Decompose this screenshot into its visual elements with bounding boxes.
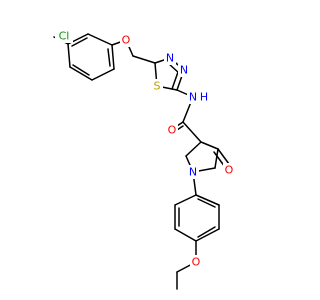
molecule-structure: Cl O S N N N H O N (53, 29, 235, 290)
bond (107, 48, 111, 67)
bond (195, 228, 220, 242)
bond (71, 37, 88, 47)
bond-layer (53, 33, 230, 290)
bond (91, 68, 115, 81)
ring-nitrogen-label-1: N (166, 52, 174, 65)
ring-nitrogen-label-2: N (180, 64, 188, 77)
lactam-oxygen-label: O (225, 164, 234, 177)
amide-nitrogen-label: N (189, 91, 197, 104)
bond (197, 226, 216, 238)
chlorine-atom: Cl (55, 29, 73, 43)
ring-nitrogen-atom-1: N (164, 51, 176, 65)
bond (195, 194, 220, 206)
bond (197, 198, 216, 208)
carbonyl-oxygen-atom: O (166, 123, 178, 137)
amide-hydrogen-label: H (200, 91, 208, 104)
ethoxy-oxygen-atom: O (190, 255, 202, 269)
bond (132, 55, 156, 64)
chlorine-label: Cl (59, 30, 70, 43)
pyrrolidine-nitrogen-atom: N (187, 165, 199, 179)
lactam-oxygen-atom: O (223, 163, 235, 177)
ring-nitrogen-atom-2: N (178, 63, 190, 77)
ether-oxygen-atom: O (120, 33, 132, 47)
bond (72, 64, 90, 76)
amide-nitrogen-atom: N H (187, 90, 211, 104)
ethoxy-oxygen-label: O (192, 256, 201, 269)
carbonyl-oxygen-label: O (168, 124, 177, 137)
bond (214, 148, 219, 169)
bond (182, 121, 202, 143)
bond (200, 141, 219, 150)
atom-label-layer: Cl O S N N N H O N (55, 29, 235, 269)
bond (171, 71, 179, 90)
bond (69, 66, 93, 81)
bond (217, 148, 230, 165)
bond (174, 194, 197, 206)
pyrrolidine-nitrogen-label: N (189, 166, 197, 179)
sulfur-atom: S (151, 79, 163, 93)
bond (111, 44, 115, 70)
bond (67, 43, 71, 68)
bond (87, 33, 113, 46)
sulfur-label: S (154, 80, 161, 93)
bond (174, 228, 197, 242)
ether-oxygen-label: O (122, 34, 131, 47)
bond (185, 141, 202, 157)
